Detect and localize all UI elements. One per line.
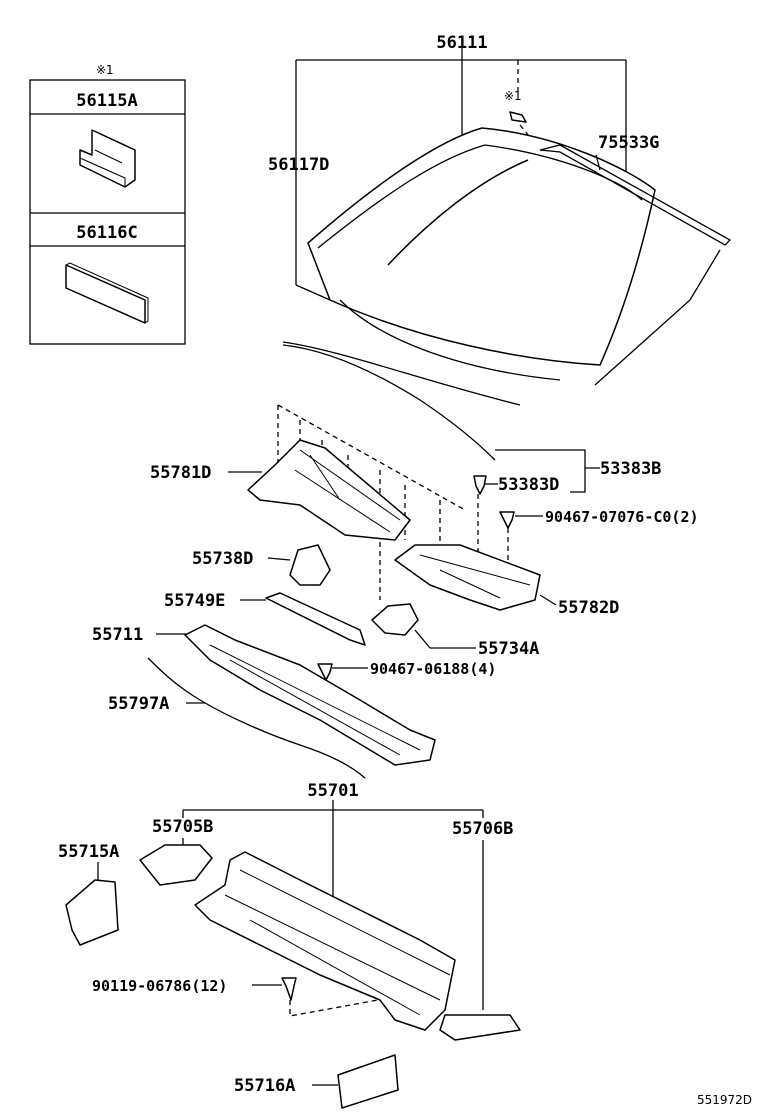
clip-icon [509,111,527,123]
part-label-56111[interactable]: 56111 [436,33,487,53]
cowl-panel-left[interactable] [247,439,411,541]
windshield-molding [387,159,529,266]
part-label-55706B[interactable]: 55706B [452,819,513,839]
weatherstrip[interactable] [282,344,496,461]
part-label-75533G[interactable]: 75533G [598,133,659,153]
inset-box: ※1 56115A 56116C [29,63,186,345]
clip-90467-icon [499,511,515,529]
part-label-55711[interactable]: 55711 [92,625,143,645]
part-label-55701[interactable]: 55701 [307,781,358,801]
hose-55797A[interactable] [147,657,366,779]
cowl-panel-55701[interactable] [194,851,456,1031]
seal-55749E[interactable] [265,592,366,646]
clip-90467-06188-icon [317,663,333,681]
inset-frame [29,79,186,345]
part-label-56116C[interactable]: 56116C [76,223,137,243]
part-label-90467-07076[interactable]: 90467-07076-C0(2) [545,508,699,526]
bracket-55734A[interactable] [371,603,419,636]
part-label-55734A[interactable]: 55734A [478,639,539,659]
bracket-55705B[interactable] [139,844,213,886]
part-label-53383B[interactable]: 53383B [600,459,661,479]
part-label-55781D[interactable]: 55781D [150,463,211,483]
part-label-56117D[interactable]: 56117D [268,155,329,175]
pad-part-icon [65,262,149,324]
part-label-90119-06786[interactable]: 90119-06786(12) [92,977,227,995]
note-mark-windshield: ※1 [504,89,522,103]
diagram-id: 551972D [697,1093,752,1107]
clip-53383D-icon [473,475,487,495]
part-label-56115A[interactable]: 56115A [76,91,137,111]
bracket-55706B[interactable] [439,1014,521,1041]
bracket-55716A[interactable] [337,1054,399,1109]
part-label-53383D[interactable]: 53383D [498,475,559,495]
part-label-55705B[interactable]: 55705B [152,817,213,837]
part-label-55782D[interactable]: 55782D [558,598,619,618]
bracket-55715A[interactable] [65,879,119,946]
part-label-55715A[interactable]: 55715A [58,842,119,862]
windshield-glass[interactable] [307,127,656,366]
part-label-55797A[interactable]: 55797A [108,694,169,714]
part-label-55716A[interactable]: 55716A [234,1076,295,1096]
part-label-90467-06188[interactable]: 90467-06188(4) [370,660,496,678]
note-mark: ※1 [96,63,114,77]
bracket-55738D[interactable] [289,544,331,586]
cowl-panel-right[interactable] [394,544,541,611]
clip-part-icon [79,129,136,188]
windshield-group: 56111 ※1 56117D 75533G [268,33,732,386]
bolt-90119-icon [281,977,297,1001]
part-label-55749E[interactable]: 55749E [164,591,225,611]
part-label-55738D[interactable]: 55738D [192,549,253,569]
